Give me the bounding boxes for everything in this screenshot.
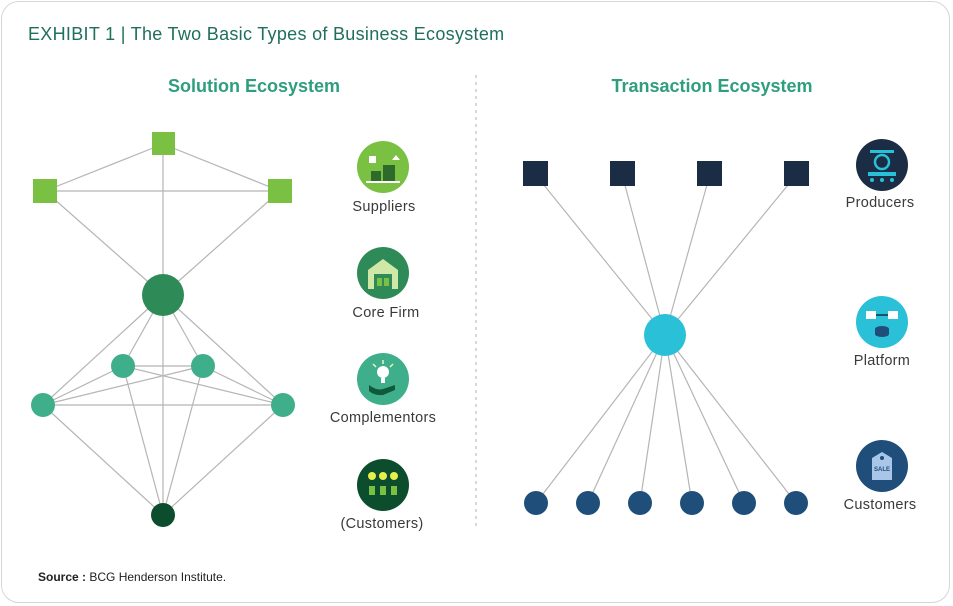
suppliers-icon [357, 141, 409, 193]
customers-icon: SALE [856, 440, 908, 492]
source-note: Source : BCG Henderson Institute. [38, 570, 226, 584]
producers-icon [856, 139, 908, 191]
legend-label-customers: Customers [843, 497, 917, 513]
svg-text:SALE: SALE [874, 467, 890, 473]
solution-customer-node [151, 503, 175, 527]
platform-icon [856, 296, 908, 348]
supplier-node [152, 132, 175, 155]
transaction-ecosystem-title: Transaction Ecosystem [611, 76, 813, 96]
supplier-node [268, 179, 292, 203]
complementor-node [191, 354, 215, 378]
customer-node [628, 491, 652, 515]
producer-node [610, 161, 635, 186]
legend-label-core-firm: Core Firm [352, 305, 420, 321]
customer-node [576, 491, 600, 515]
transaction-links [534, 173, 798, 504]
legend-label-producers: Producers [845, 195, 915, 211]
producer-node [523, 161, 548, 186]
supplier-node [33, 179, 57, 203]
complementors-icon [357, 353, 409, 405]
producer-node [784, 161, 809, 186]
complementor-node [31, 393, 55, 417]
exhibit-title: EXHIBIT 1 | The Two Basic Types of Busin… [28, 24, 505, 44]
legend-label-platform: Platform [853, 353, 911, 369]
solution-links [42, 143, 284, 516]
customer-node [680, 491, 704, 515]
platform-node [644, 314, 686, 356]
complementor-node [271, 393, 295, 417]
legend-label-complementors: Complementors [329, 410, 437, 426]
complementor-node [111, 354, 135, 378]
legend-label-solution-customers: (Customers) [340, 516, 424, 532]
source-label: Source : [38, 570, 87, 584]
legend-label-suppliers: Suppliers [352, 199, 416, 215]
customer-node [524, 491, 548, 515]
customer-node [732, 491, 756, 515]
source-text: BCG Henderson Institute. [89, 570, 227, 584]
customer-node [784, 491, 808, 515]
solution-ecosystem-title: Solution Ecosystem [167, 76, 341, 96]
core-firm-icon [357, 247, 409, 299]
producer-node [697, 161, 722, 186]
customers-icon [357, 459, 409, 511]
core-firm-node [142, 274, 184, 316]
